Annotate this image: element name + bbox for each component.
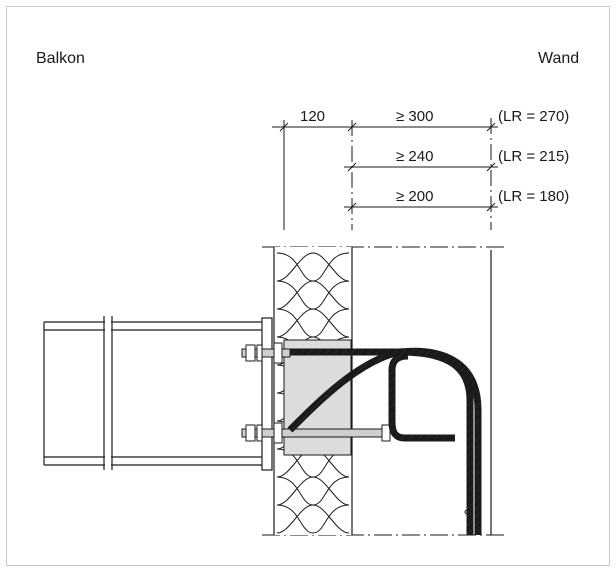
dim-row-3-value: ≥ 200: [396, 188, 433, 205]
dim-insulation: 120: [300, 108, 325, 125]
pressure-block: [283, 339, 352, 456]
bar-marker: [464, 509, 470, 515]
dimension-lines: [272, 118, 498, 230]
wand-label: Wand: [538, 50, 579, 67]
dim-row-2-lr: (LR = 215): [498, 148, 569, 165]
end-plate: [261, 317, 273, 471]
bolt-upper: [241, 342, 291, 364]
beam-break-gap: [105, 318, 111, 468]
dim-row-3-lr: (LR = 180): [498, 188, 569, 205]
bolt-lower: [241, 422, 391, 444]
dim-row-1-value: ≥ 300: [396, 108, 433, 125]
reinforcement-bars: [287, 347, 482, 535]
dim-row-1-lr: (LR = 270): [498, 108, 569, 125]
dim-row-2-value: ≥ 240: [396, 148, 433, 165]
steel-beam: [43, 316, 262, 470]
balkon-label: Balkon: [36, 50, 85, 67]
